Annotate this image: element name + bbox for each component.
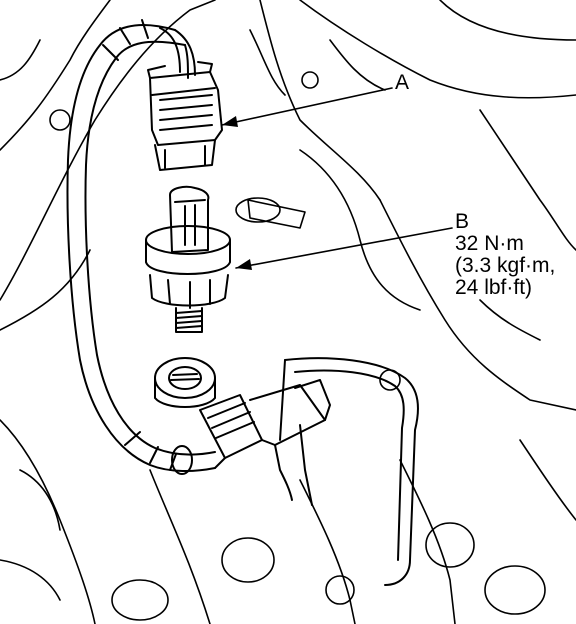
torque-spec-line: (3.3 kgf·m,	[455, 254, 556, 277]
sensor-port	[154, 357, 216, 408]
lower-connector	[199, 379, 331, 506]
torque-spec-line: 24 lbf·ft)	[455, 276, 533, 299]
leader-b	[235, 227, 453, 269]
torque-spec: 32 N·m (3.3 kgf·m, 24 lbf·ft)	[455, 233, 555, 299]
mounting-bracket	[279, 357, 419, 586]
connector-a	[147, 61, 223, 171]
leader-a	[221, 87, 393, 126]
callout-label-a: A	[395, 71, 410, 94]
leader-lines	[221, 87, 453, 269]
arrowhead-a	[222, 116, 238, 127]
arrowhead-b	[236, 259, 252, 270]
sensor-b	[145, 185, 231, 333]
callout-label-b: B	[455, 210, 470, 233]
arrowheads	[222, 116, 252, 270]
torque-spec-line: 32 N·m	[455, 232, 524, 255]
